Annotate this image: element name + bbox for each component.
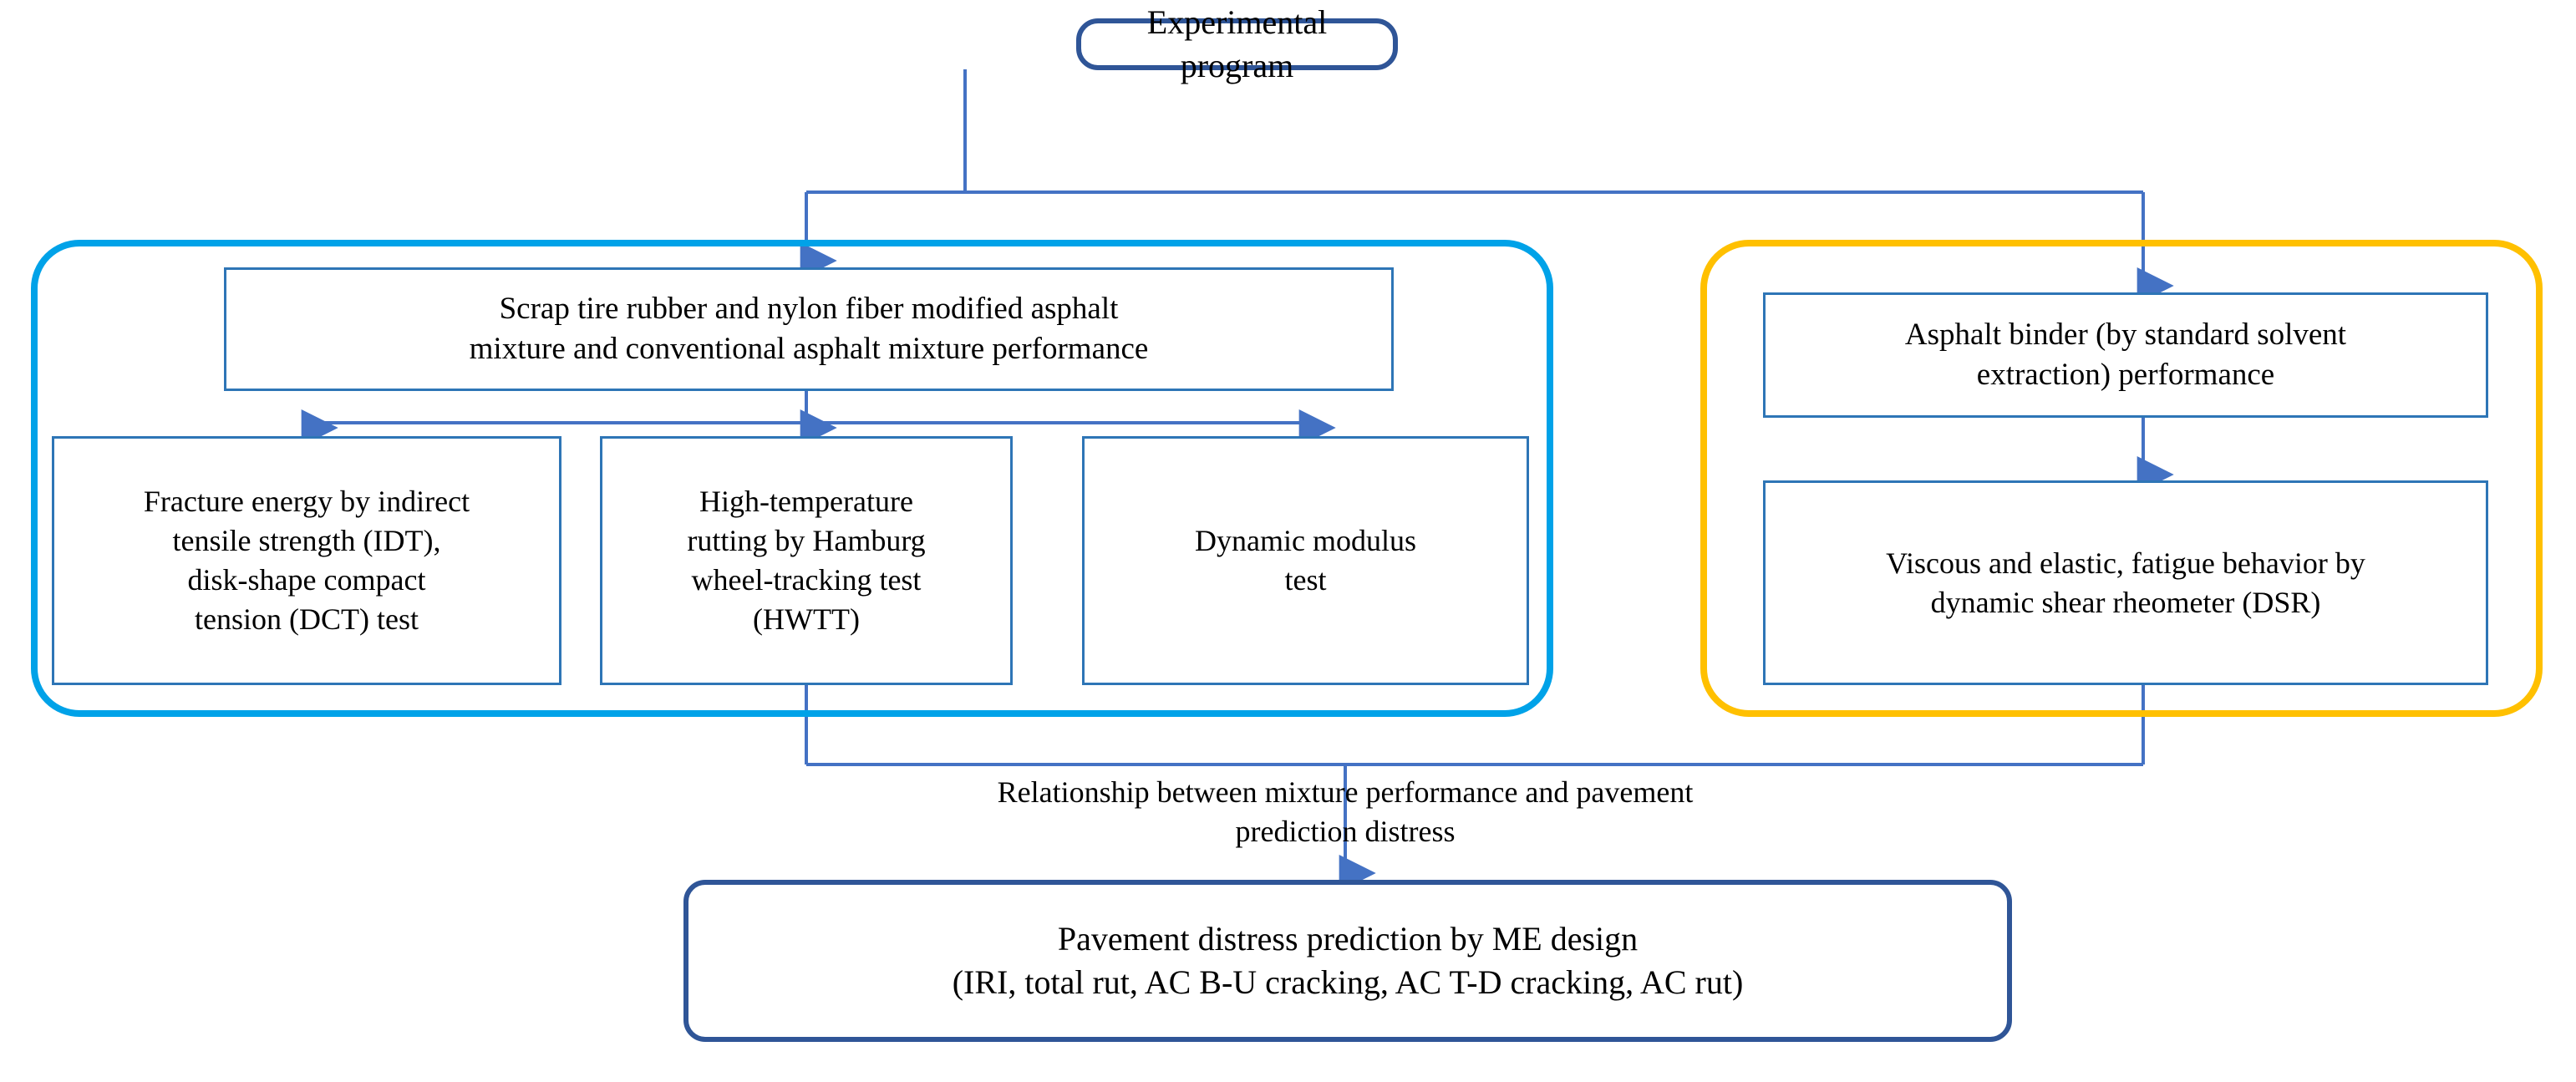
asphalt-binder-line-1: Asphalt binder (by standard solvent: [1904, 317, 2347, 352]
mixture-performance-text: Scrap tire rubber and nylon fiber modifi…: [226, 289, 1391, 369]
asphalt-binder-text: Asphalt binder (by standard solvent extr…: [1766, 315, 2486, 395]
dsr-line-2: dynamic shear rheometer (DSR): [1930, 585, 2321, 619]
relationship-caption-line-1: Relationship between mixture performance…: [997, 775, 1694, 809]
dsr-test-text: Viscous and elastic, fatigue behavior by…: [1766, 544, 2486, 622]
idt-dct-line-4: tension (DCT) test: [195, 602, 419, 636]
hwtt-line-3: wheel-tracking test: [691, 563, 922, 597]
idt-dct-line-3: disk-shape compact: [187, 563, 426, 597]
node-dsr-test[interactable]: Viscous and elastic, fatigue behavior by…: [1763, 480, 2488, 685]
node-hwtt-test[interactable]: High-temperature rutting by Hamburg whee…: [600, 436, 1013, 685]
pavement-distress-prediction-text: Pavement distress prediction by ME desig…: [688, 917, 2007, 1004]
dsr-line-1: Viscous and elastic, fatigue behavior by: [1886, 546, 2365, 580]
mixture-performance-line-1: Scrap tire rubber and nylon fiber modifi…: [499, 291, 1119, 326]
relationship-caption-line-2: prediction distress: [1235, 814, 1456, 848]
idt-dct-line-2: tensile strength (IDT),: [172, 524, 441, 558]
node-dynamic-modulus-test[interactable]: Dynamic modulus test: [1082, 436, 1529, 685]
hwtt-test-text: High-temperature rutting by Hamburg whee…: [602, 482, 1010, 638]
group-mixture-performance: [31, 240, 1553, 717]
idt-dct-test-text: Fracture energy by indirect tensile stre…: [54, 482, 559, 638]
asphalt-binder-line-2: extraction) performance: [1976, 358, 2275, 392]
hwtt-line-2: rutting by Hamburg: [687, 524, 926, 558]
dynamic-modulus-test-text: Dynamic modulus test: [1085, 521, 1527, 600]
dynamic-modulus-line-2: test: [1284, 563, 1327, 597]
group-binder-performance: [1700, 240, 2543, 717]
hwtt-line-1: High-temperature: [699, 485, 913, 519]
node-mixture-performance[interactable]: Scrap tire rubber and nylon fiber modifi…: [224, 267, 1394, 391]
node-asphalt-binder[interactable]: Asphalt binder (by standard solvent extr…: [1763, 292, 2488, 418]
mixture-performance-line-2: mixture and conventional asphalt mixture…: [469, 332, 1149, 366]
pavement-distress-line-1: Pavement distress prediction by ME desig…: [1057, 920, 1639, 958]
pavement-distress-line-2: (IRI, total rut, AC B-U cracking, AC T-D…: [952, 963, 1744, 1001]
idt-dct-line-1: Fracture energy by indirect: [143, 485, 470, 519]
node-idt-dct-test[interactable]: Fracture energy by indirect tensile stre…: [52, 436, 561, 685]
experimental-program-label: Experimental program: [1146, 3, 1328, 84]
hwtt-line-4: (HWTT): [753, 602, 860, 636]
relationship-caption: Relationship between mixture performance…: [677, 773, 2014, 851]
dynamic-modulus-line-1: Dynamic modulus: [1195, 524, 1416, 558]
node-experimental-program[interactable]: Experimental program: [1076, 3, 1398, 84]
node-pavement-distress-prediction[interactable]: Pavement distress prediction by ME desig…: [683, 880, 2012, 1042]
